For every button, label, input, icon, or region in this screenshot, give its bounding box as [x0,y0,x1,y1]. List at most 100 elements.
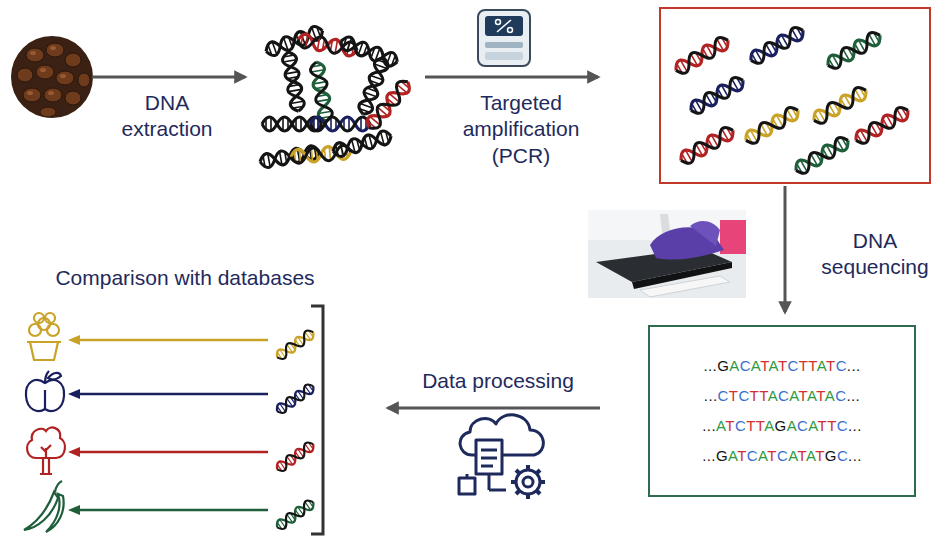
base-letter: T [815,447,825,464]
base-letter: T [797,447,805,464]
step-label: Comparison with databases [20,265,350,291]
base-letter: . [853,417,858,434]
base-letter: C [836,357,847,374]
sequence-box: ...GACATATCTTATC......CTCTTACATATAC.....… [648,325,916,497]
base-letter: A [787,417,797,434]
base-letter: G [717,357,729,374]
base-letter: T [778,357,788,374]
base-letter: A [729,357,739,374]
base-letter: A [769,357,778,374]
base-letter: G [825,447,837,464]
base-letter: T [759,387,767,404]
base-letter: T [729,387,739,404]
match-lines [68,335,268,515]
base-letter: . [851,357,856,374]
base-letter: . [848,447,853,464]
data-processing-icon [459,415,545,499]
label-box: DNA extraction [108,90,226,143]
base-letter: A [825,387,835,404]
amplified-dna [672,23,912,177]
base-letter: T [799,357,809,374]
step-label: DNA sequencing [810,228,940,281]
base-letter: A [758,447,767,464]
base-letter: . [853,447,858,464]
base-letter: T [746,417,756,434]
step-label: Targeted amplification (PCR) [445,90,597,169]
base-letter: A [751,357,760,374]
label-box: Targeted amplification (PCR) [445,90,597,169]
bracket [311,306,323,534]
base-letter: A [768,387,778,404]
base-letter: . [856,357,861,374]
base-letter: T [725,417,735,434]
base-letter: . [848,417,853,434]
base-letter: T [737,447,747,464]
base-letter: . [857,447,862,464]
base-letter: . [713,387,718,404]
base-letter: G [775,417,787,434]
base-letter: . [702,447,707,464]
base-letter: T [818,417,828,434]
base-letter: . [711,447,716,464]
base-letter: . [847,357,852,374]
base-letter: . [708,357,713,374]
base-letter: C [738,387,749,404]
step-label: Data processing [392,368,604,394]
base-letter: A [764,417,774,434]
base-letter: C [747,447,758,464]
base-letter: G [716,447,728,464]
base-letter: T [750,387,760,404]
base-letter: C [777,447,788,464]
pcr-machine-icon [478,10,530,66]
tree-icon [27,427,65,474]
base-letter: A [808,417,817,434]
base-letter: T [756,417,764,434]
base-letter: . [707,447,712,464]
base-letter: T [826,357,836,374]
base-letter: A [716,417,725,434]
base-letter: . [856,387,861,404]
base-letter: T [799,387,807,404]
base-letter: . [704,387,709,404]
base-letter: . [857,417,862,434]
base-letter: C [778,387,789,404]
base-letter: A [789,387,798,404]
dna-sequence: ...GATCATCATATGC... [702,441,862,471]
beans-sample [11,36,93,118]
base-letter: C [837,417,848,434]
label-box: Data processing [392,368,604,394]
base-letter: A [788,447,797,464]
dna-sequence: ...GACATATCTTATC... [703,351,860,381]
sequence-helices [274,327,317,532]
base-letter: T [827,417,837,434]
base-letter: . [702,417,707,434]
base-letter: C [735,417,746,434]
base-letter: T [808,357,816,374]
arrow [425,76,598,79]
step-label: DNA extraction [108,90,226,143]
label-box: DNA sequencing [810,228,940,281]
base-letter: . [846,387,851,404]
base-letter: C [837,447,848,464]
base-letter: T [760,357,768,374]
label-box: Comparison with databases [20,265,350,291]
fruit-icon [26,371,64,411]
amplicon-box [660,8,930,183]
base-letter: . [708,387,713,404]
base-letter: . [711,417,716,434]
arrow [784,186,787,312]
dna-sequence: ...CTCTTACATATAC... [704,381,860,411]
arrow [92,76,245,79]
base-letter: . [707,417,712,434]
base-letter: . [703,357,708,374]
extracted-dna [259,23,414,169]
base-letter: T [816,387,824,404]
base-letter: A [728,447,737,464]
base-letter: A [806,447,815,464]
base-letter: . [713,357,718,374]
arrow [388,407,600,410]
base-letter: A [807,387,816,404]
base-letter: C [787,357,798,374]
base-letter: A [817,357,826,374]
